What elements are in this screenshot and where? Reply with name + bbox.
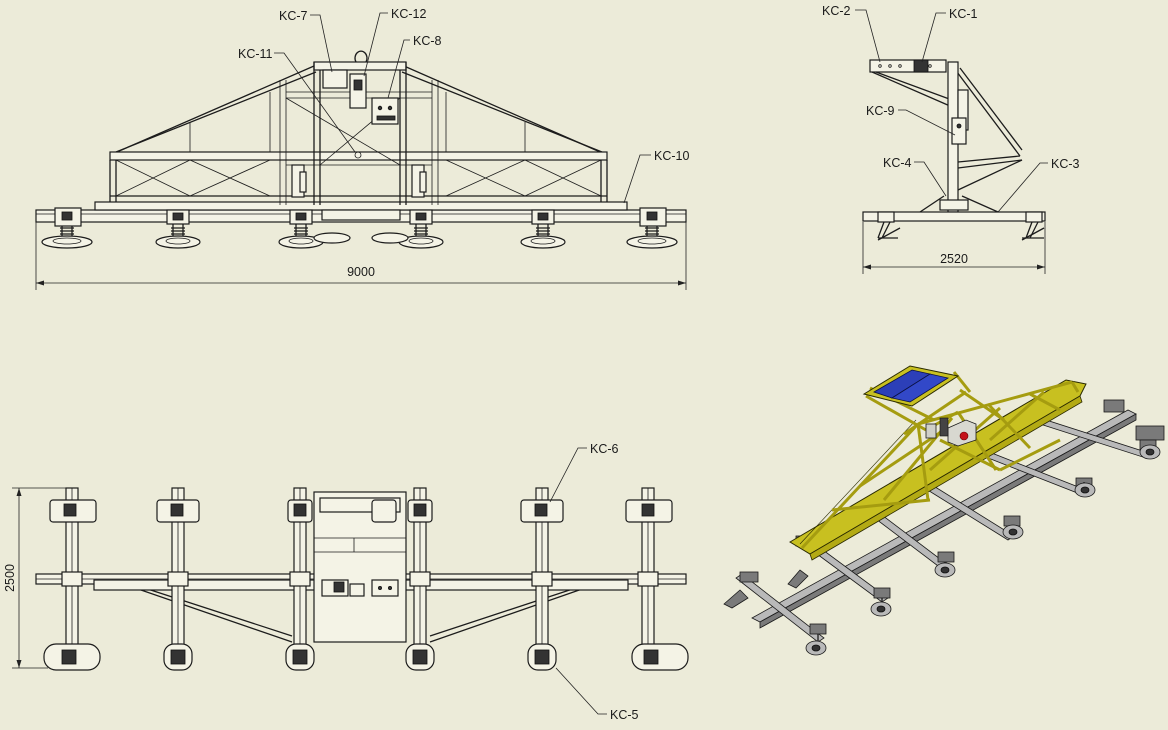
top-pads-lower <box>43 643 689 671</box>
front-length-dimension: 9000 <box>347 265 375 279</box>
top-pads-upper <box>49 499 673 523</box>
callout-kc2: KC-2 <box>822 4 881 63</box>
callout-kc9: KC-9 <box>866 104 956 136</box>
iso-blue-panel <box>862 365 960 407</box>
top-width-dimension: 2500 <box>3 564 17 592</box>
label-kc2: KC-2 <box>822 4 851 18</box>
suction-pad-2 <box>155 209 201 249</box>
iso-pads <box>723 439 1161 656</box>
callout-kc4: KC-4 <box>883 156 947 197</box>
isometric-view <box>723 365 1165 656</box>
label-kc6: KC-6 <box>590 442 619 456</box>
side-width-dimension: 2520 <box>940 252 968 266</box>
callout-kc5: KC-5 <box>555 667 639 722</box>
iso-control-box <box>925 417 977 447</box>
label-kc4: KC-4 <box>883 156 912 170</box>
callout-kc8: KC-8 <box>387 34 442 99</box>
label-kc8: KC-8 <box>413 34 442 48</box>
side-view: 2520 KC-2 KC-1 KC-9 KC-4 KC-3 <box>822 4 1080 274</box>
label-kc10: KC-10 <box>654 149 689 163</box>
suction-pad-5 <box>520 209 566 249</box>
dimension-2520: 2520 <box>862 222 1046 274</box>
callout-kc6: KC-6 <box>549 442 619 503</box>
label-kc9: KC-9 <box>866 104 895 118</box>
suction-pad-1 <box>41 207 93 249</box>
top-view: 2500 KC-6 KC-5 <box>3 442 689 722</box>
label-kc1: KC-1 <box>949 7 978 21</box>
callout-kc7: KC-7 <box>279 9 333 73</box>
label-kc7: KC-7 <box>279 9 308 23</box>
suction-pad-4 <box>371 209 444 249</box>
dimension-9000: 9000 <box>35 222 687 290</box>
suction-pad-3 <box>278 209 351 249</box>
label-kc5: KC-5 <box>610 708 639 722</box>
suction-pad-6 <box>626 207 678 249</box>
front-view: 9000 KC-7 KC-12 KC-8 KC-11 KC-10 <box>35 7 689 290</box>
label-kc12: KC-12 <box>391 7 426 21</box>
label-kc3: KC-3 <box>1051 157 1080 171</box>
callout-kc12: KC-12 <box>363 7 426 77</box>
callout-kc10: KC-10 <box>623 149 689 204</box>
callout-kc11: KC-11 <box>238 47 356 153</box>
callout-kc3: KC-3 <box>997 157 1080 213</box>
dimension-2500: 2500 <box>3 487 66 669</box>
callout-kc1: KC-1 <box>921 7 978 63</box>
label-kc11: KC-11 <box>238 47 273 61</box>
iso-yellow-frame <box>789 371 1087 561</box>
iso-arms <box>735 399 1165 643</box>
